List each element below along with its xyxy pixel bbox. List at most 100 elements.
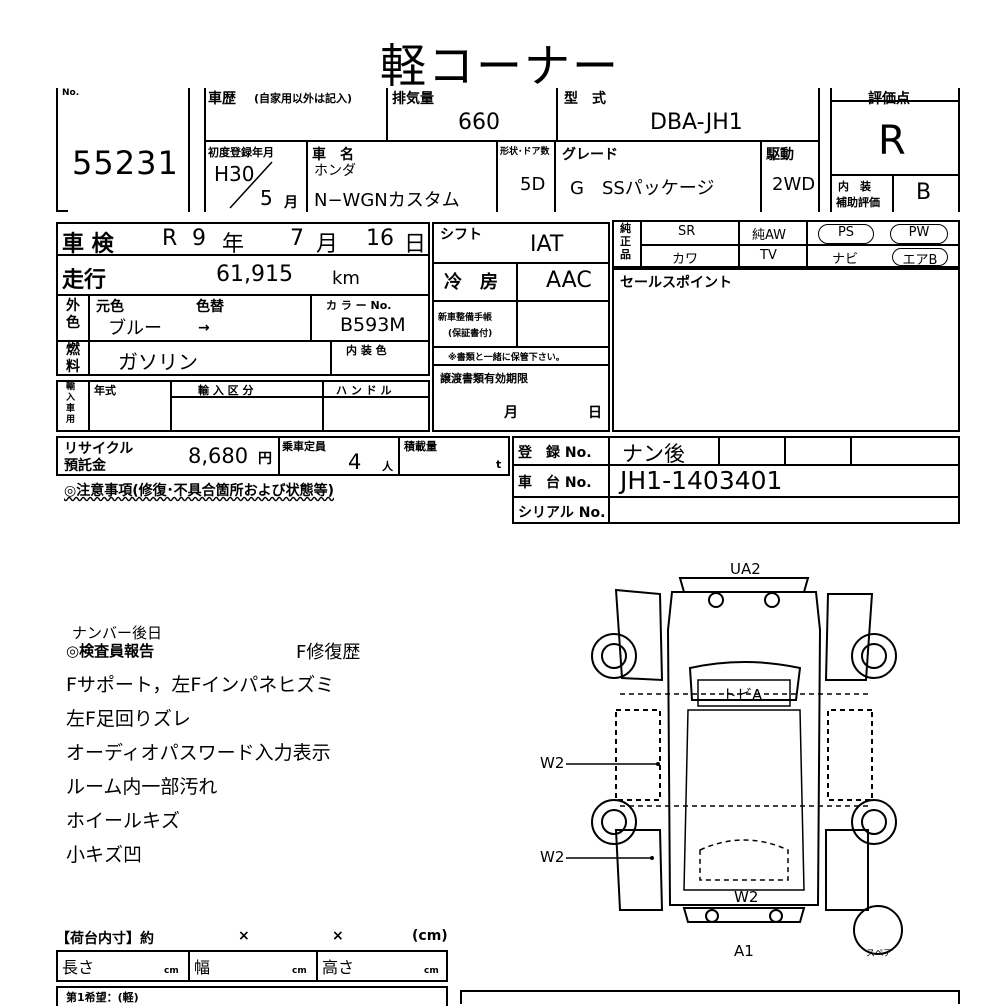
repair-history: F修復歴: [296, 642, 361, 663]
car-maker: ホンダ: [314, 163, 356, 179]
caution-label: ◎注意事項(修復･不具合箇所および状態等): [64, 483, 335, 499]
car-name-value: N−WGNカスタム: [314, 190, 460, 211]
header-block: No. 55231 車歴 (自家用以外は記入) 排気量 660 型 式 DBA-…: [56, 88, 960, 212]
first-registration-year: H30: [214, 162, 255, 186]
transfer-month-unit: 月: [504, 405, 518, 421]
report-line-1: Fサポート，左Fインパネヒズミ: [66, 674, 335, 696]
equipment-ps[interactable]: PS: [818, 224, 874, 244]
import-year-label: 年式: [94, 384, 116, 397]
bottom-mark: A1: [734, 942, 754, 960]
equipment-sr[interactable]: SR: [678, 224, 696, 239]
equipment-tv[interactable]: TV: [760, 248, 777, 263]
car-damage-diagram: [566, 577, 903, 955]
cargo-x2: ×: [332, 928, 344, 944]
inspection-label: 車 検: [62, 232, 114, 257]
equipment-pw[interactable]: PW: [890, 224, 948, 244]
recycle-table: [56, 436, 510, 476]
car-name-label: 車 名: [312, 147, 354, 163]
report-line-6: 小キズ凹: [66, 844, 143, 866]
inspection-year: 9: [192, 226, 206, 251]
cargo-height-label: 高さ: [322, 958, 355, 977]
report-line-4: ルーム内一部汚れ: [66, 776, 218, 798]
new-car-docs-label-2: (保証書付): [448, 329, 493, 339]
model-value: DBA-JH1: [650, 110, 743, 135]
report-line-2: 左F足回りズレ: [66, 708, 191, 730]
first-registration-month: 5: [260, 186, 273, 210]
displacement-label: 排気量: [392, 91, 434, 107]
inspection-era: R: [162, 226, 178, 251]
report-top-note: ナンバー後日: [72, 624, 163, 642]
inspection-month: 7: [290, 226, 304, 251]
chassis-value: JH1-1403401: [620, 466, 783, 495]
interior-score: B: [916, 180, 932, 205]
grade-label: グレード: [562, 147, 618, 163]
center-info-table: [432, 222, 610, 432]
drive-value: 2WD: [772, 174, 816, 195]
remarks-box: [460, 990, 960, 1004]
body-doors-label: 形状･ドア数: [500, 147, 550, 157]
first-registration-label: 初度登録年月: [208, 146, 274, 159]
body-doors-value: 5D: [520, 174, 546, 195]
inspection-year-unit: 年: [222, 232, 245, 257]
new-car-docs-note: ※書類と一緒に保管下さい。: [448, 353, 565, 363]
cargo-width-unit: cm: [292, 966, 307, 976]
inspection-day-unit: 日: [404, 232, 427, 257]
recycle-unit: 円: [258, 451, 272, 467]
month-unit: 月: [284, 195, 298, 211]
shift-label: シフト: [440, 227, 482, 243]
model-label: 型 式: [564, 91, 606, 107]
transfer-day-unit: 日: [588, 405, 602, 421]
equipment-airbag[interactable]: エアB: [892, 248, 948, 268]
shift-value: IAT: [530, 232, 564, 257]
cargo-label: 【荷台内寸】約: [56, 931, 154, 947]
side-mark-2: W2: [540, 848, 565, 866]
registration-table: [512, 436, 960, 524]
hood-mark: トビA: [722, 686, 763, 704]
serial-label: シリアル No.: [518, 505, 606, 521]
history-note: (自家用以外は記入): [254, 92, 353, 105]
mileage-label: 走行: [62, 268, 107, 293]
evaluation-score: R: [878, 118, 906, 164]
registration-label: 登 録 No.: [518, 445, 592, 461]
load-label: 積載量: [404, 440, 437, 453]
interior-color-label: 内 装 色: [346, 344, 387, 357]
interior-label-1: 内 装: [838, 180, 871, 193]
cargo-bottom-row: [56, 986, 448, 1006]
load-unit: t: [496, 458, 502, 471]
cargo-length-unit: cm: [164, 966, 179, 976]
side-mark-1: W2: [540, 754, 565, 772]
vehicle-info-table: [56, 222, 430, 376]
import-table: [56, 380, 430, 432]
import-side-label: 輸入車用: [66, 382, 76, 425]
equipment-leather[interactable]: カワ: [672, 252, 699, 267]
ac-label: 冷 房: [444, 272, 498, 293]
import-type-label: 輸 入 区 分: [198, 384, 254, 397]
cargo-width-label: 幅: [194, 958, 211, 977]
equipment-label: 純正品: [620, 222, 631, 261]
page-title: 軽コーナー: [380, 39, 620, 93]
history-label: 車歴: [208, 91, 236, 107]
inspection-day: 16: [366, 226, 394, 251]
drive-label: 駆動: [766, 147, 794, 163]
cargo-unit-label: (cm): [412, 928, 448, 944]
front-mark: UA2: [730, 560, 761, 578]
new-car-docs-label-1: 新車整備手帳: [438, 313, 493, 323]
mileage-unit: km: [332, 268, 360, 289]
equipment-navi[interactable]: ナビ: [832, 252, 859, 267]
displacement-value: 660: [458, 110, 500, 135]
recycle-label-1: リサイクル: [64, 441, 134, 457]
equipment-aw[interactable]: 純AW: [752, 228, 787, 243]
color-change-value: →: [198, 320, 210, 336]
capacity-unit: 人: [382, 460, 393, 473]
recycle-value: 8,680: [188, 444, 249, 468]
rear-mark: W2: [734, 888, 759, 906]
date-slash: [229, 161, 273, 209]
original-color-label: 元色: [96, 299, 124, 315]
chassis-label: 車 台 No.: [518, 475, 592, 491]
spare-label: スペア: [866, 949, 893, 959]
recycle-label-2: 預託金: [64, 458, 106, 474]
cargo-height-unit: cm: [424, 966, 439, 976]
cargo-length-label: 長さ: [62, 958, 95, 977]
color-side-label: 外色: [66, 298, 80, 331]
color-change-label: 色替: [196, 299, 224, 315]
